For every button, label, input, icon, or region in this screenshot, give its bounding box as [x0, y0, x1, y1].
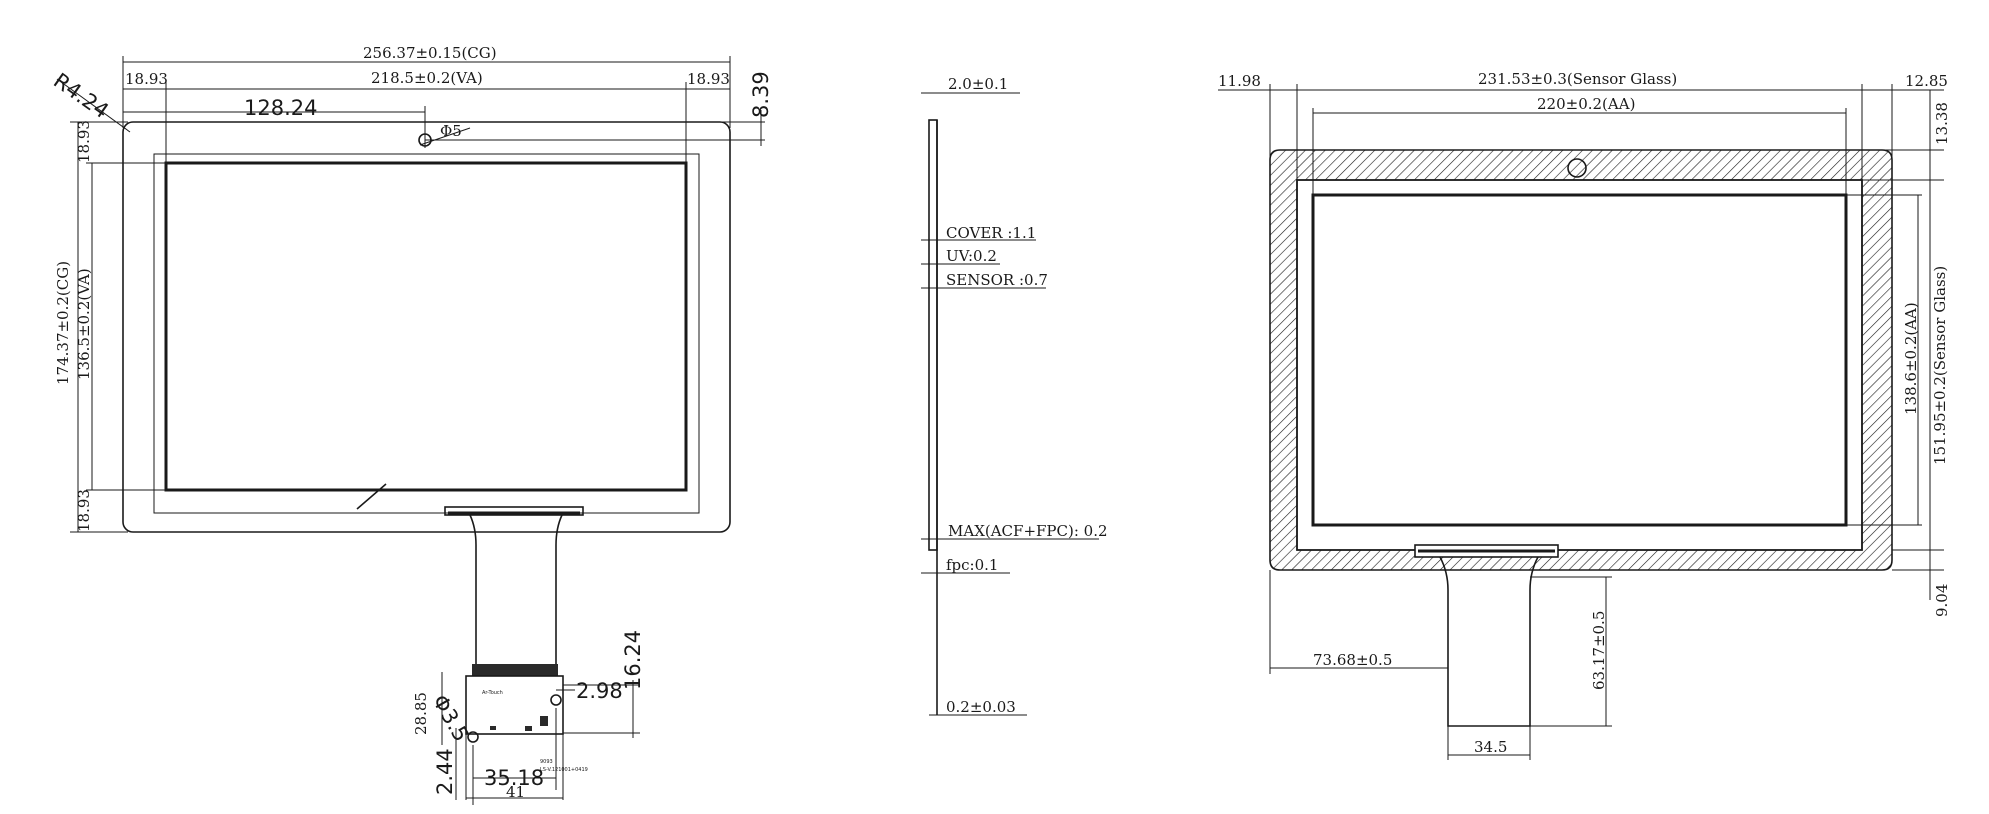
connector-hole-left — [467, 731, 479, 743]
back-right-margin-label: 12.85 — [1905, 72, 1948, 90]
cg-height-label: 174.37±0.2(CG) — [54, 261, 72, 385]
sensor-border-hatch — [1269, 149, 1893, 571]
aa-width-label: 220±0.2(AA) — [1537, 95, 1635, 113]
connector-width-41-label: 41 — [506, 783, 525, 801]
hole-diameter-label: Φ5 — [440, 122, 462, 140]
back-top-margin-label: 13.38 — [1933, 102, 1951, 145]
center-offset-label: 128.24 — [244, 96, 317, 120]
fpc-width-label: 34.5 — [1474, 738, 1507, 756]
sensor-label: SENSOR :0.7 — [946, 271, 1048, 289]
sensor-height-label: 151.95±0.2(Sensor Glass) — [1931, 266, 1949, 465]
cover-glass-outline — [122, 121, 731, 533]
uv-label: UV:0.2 — [946, 247, 997, 265]
cg-width-label: 256.37±0.15(CG) — [363, 44, 497, 62]
connector-contacts — [472, 664, 558, 676]
border-top-label: 18.93 — [75, 120, 93, 163]
connector-marking-1: 9093 — [540, 759, 553, 765]
total-thickness-label: 2.0±0.1 — [948, 75, 1008, 93]
fpc-length-label: 63.17±0.5 — [1590, 611, 1608, 690]
connector-offset-244-label: 2.44 — [433, 748, 457, 795]
top-offset-label: 8.39 — [749, 71, 773, 118]
sensor-width-label: 231.53±0.3(Sensor Glass) — [1478, 70, 1677, 88]
fpc-label: fpc:0.1 — [946, 556, 998, 574]
fpc-offset-label: 73.68±0.5 — [1313, 651, 1392, 669]
fpc-thickness-label: 0.2±0.03 — [946, 698, 1016, 716]
connector-hole-right — [550, 694, 562, 706]
border-right-label: 18.93 — [687, 70, 730, 88]
va-height-label: 136.5±0.2(VA) — [75, 268, 93, 380]
max-acf-fpc-label: MAX(ACF+FPC): 0.2 — [948, 522, 1108, 540]
va-width-label: 218.5±0.2(VA) — [371, 69, 483, 87]
side-profile — [928, 119, 938, 551]
connector-offset-298-label: 2.98 — [576, 679, 623, 703]
connector-width-3518-label: 35.18 — [484, 766, 544, 790]
aa-height-label: 138.6±0.2(AA) — [1902, 302, 1920, 415]
radius-label: R4.24 — [49, 68, 113, 123]
back-left-margin-label: 11.98 — [1218, 72, 1261, 90]
connector-marking-2: LS-V.121001+0419 — [540, 767, 588, 773]
active-area — [1311, 193, 1848, 527]
border-left-label: 18.93 — [125, 70, 168, 88]
back-bottom-margin-label: 9.04 — [1933, 584, 1951, 617]
connector-board — [465, 675, 564, 735]
view-area — [164, 161, 688, 492]
connector-brand: Ar-Touch — [482, 690, 503, 696]
connector-height-16-label: 16.24 — [621, 630, 645, 690]
fpc-tail: Ar-Touch 9093 LS-V.121001+0419 — [444, 506, 588, 773]
back-hole — [1567, 158, 1587, 178]
bezel-inner-line — [153, 153, 700, 514]
back-fpc-tail — [1439, 556, 1539, 727]
back-view: 11.98 231.53±0.3(Sensor Glass) 12.85 220… — [1218, 70, 1951, 760]
side-view: 2.0±0.1 COVER :1.1 UV:0.2 SENSOR :0.7 MA… — [921, 75, 1108, 716]
connector-height-28-label: 28.85 — [412, 692, 430, 735]
front-view: R4.24 256.37±0.15(CG) 218.5±0.2(VA) 18.9… — [49, 44, 773, 805]
border-bottom-label: 18.93 — [75, 489, 93, 532]
cover-label: COVER :1.1 — [946, 224, 1036, 242]
